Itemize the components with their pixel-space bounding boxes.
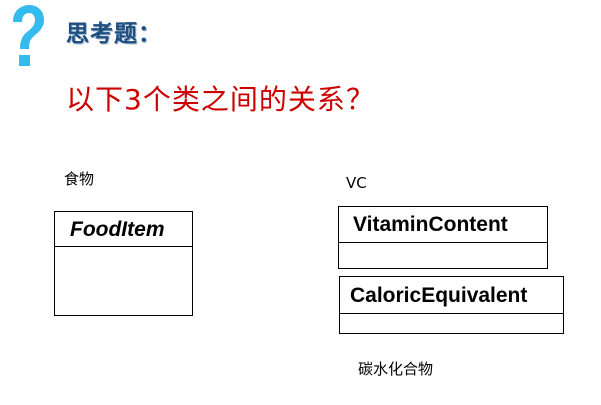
class-box-caloricequivalent: CaloricEquivalent <box>339 276 564 334</box>
class-body-caloricequivalent <box>340 314 563 333</box>
label-food: 食物 <box>64 170 95 188</box>
class-body-vitamincontent <box>339 243 547 268</box>
question-mark-icon <box>13 5 44 66</box>
label-vc: VC <box>346 174 367 192</box>
class-name-vitamincontent: VitaminContent <box>339 207 547 243</box>
label-carbohydrate: 碳水化合物 <box>358 360 434 378</box>
class-name-caloricequivalent: CaloricEquivalent <box>340 277 563 314</box>
class-name-fooditem: FoodItem <box>55 212 192 247</box>
class-body-fooditem <box>55 247 192 315</box>
question-text: 以下3个类之间的关系？ <box>66 83 375 116</box>
class-box-fooditem: FoodItem <box>54 211 193 316</box>
heading: 思考题： <box>66 20 162 47</box>
class-box-vitamincontent: VitaminContent <box>338 206 548 269</box>
